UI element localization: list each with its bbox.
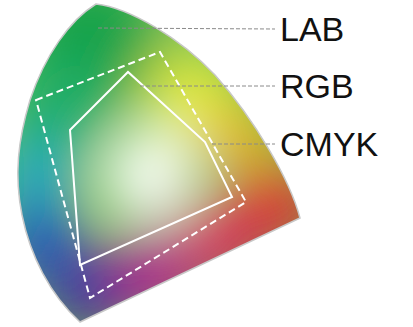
leader-line <box>212 144 275 145</box>
label-slot: CMYK <box>280 127 378 161</box>
label-slot: RGB <box>280 69 354 103</box>
chromaticity-fill <box>0 0 320 327</box>
leader-line <box>140 86 275 87</box>
cmyk-gamut <box>70 72 232 265</box>
gamut-label: LAB <box>280 12 344 46</box>
gamut-label: RGB <box>280 69 354 103</box>
label-slot: LAB <box>280 12 344 46</box>
leader-lines <box>98 28 275 144</box>
leader-line <box>98 28 275 29</box>
gamut-label: CMYK <box>280 127 378 161</box>
lab-outline <box>18 4 300 322</box>
rgb-gamut <box>36 52 246 298</box>
